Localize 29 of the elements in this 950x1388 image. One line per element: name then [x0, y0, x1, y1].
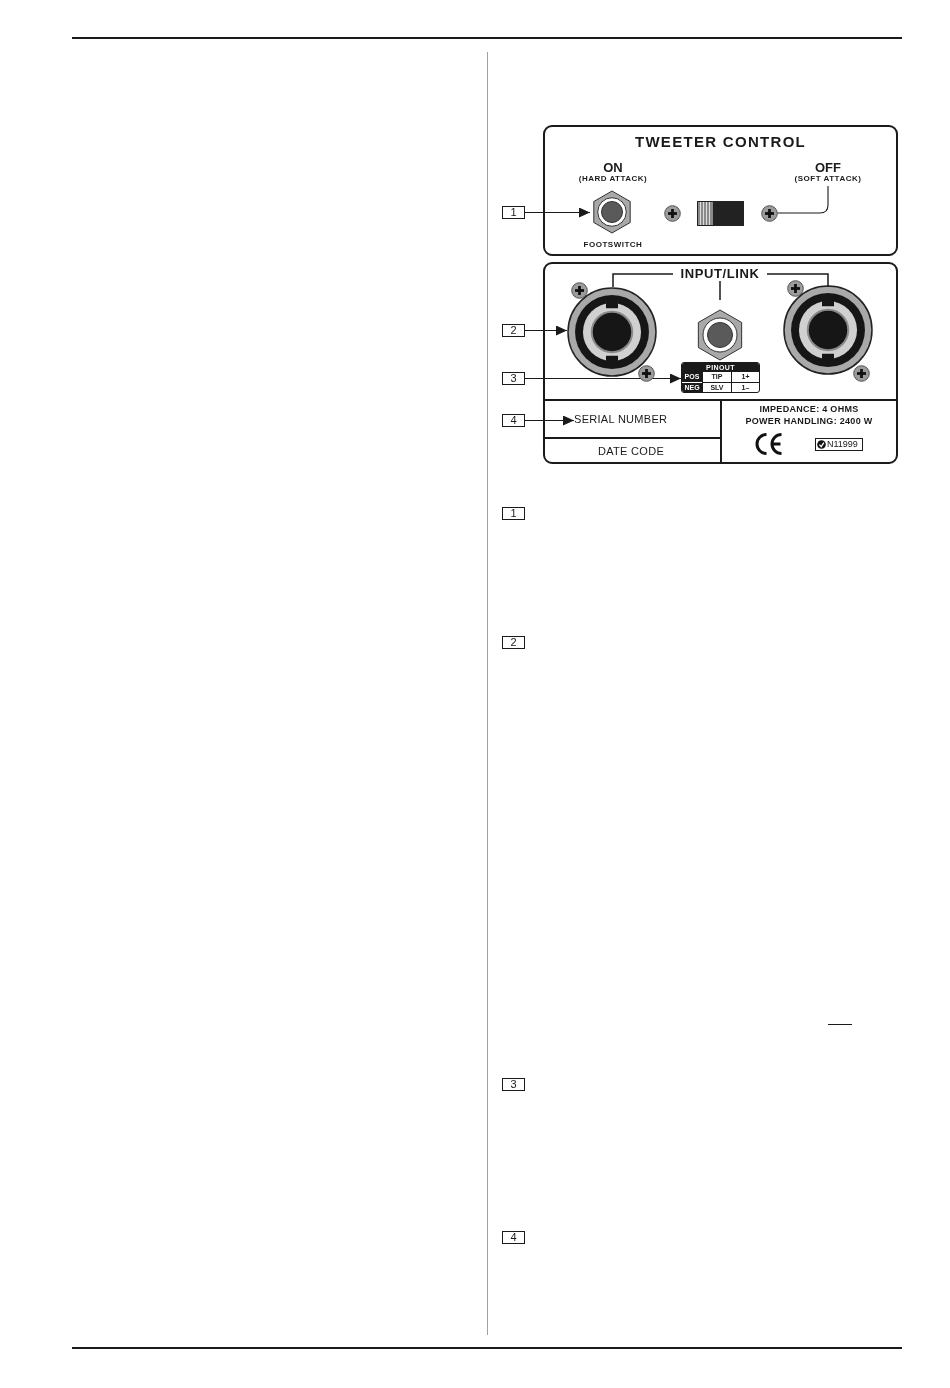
callout-number: 1 — [502, 507, 525, 520]
callout-number: 2 — [502, 636, 525, 649]
leader-arrow — [524, 207, 591, 218]
callout-number: 4 — [502, 414, 525, 427]
switch-state-label: ON — [603, 161, 623, 174]
callout-number: 4 — [502, 1231, 525, 1244]
serial-number-label: SERIAL NUMBER — [574, 414, 668, 425]
leader-arrow — [524, 373, 682, 384]
jack-socket-icon — [590, 190, 634, 234]
callout-number: 3 — [502, 372, 525, 385]
switch-mode-label: (SOFT ATTACK) — [794, 175, 862, 183]
callout-number: 3 — [502, 1078, 525, 1091]
screw-icon — [760, 204, 778, 222]
speaker-connector-icon — [567, 287, 657, 377]
bracket-label: INPUT/LINK — [680, 267, 760, 280]
switch-state-label: OFF — [815, 161, 841, 174]
callout-number: 1 — [502, 206, 525, 219]
leader-arrow — [524, 415, 575, 426]
rating-text: IMPEDANCE: 4 OHMS — [759, 405, 859, 414]
jack-label: FOOTSWITCH — [583, 241, 643, 249]
switch-mode-label: (HARD ATTACK) — [578, 175, 648, 183]
registration-number: N11999 — [827, 440, 858, 449]
leader-line — [776, 185, 829, 214]
rating-text: POWER HANDLING: 2400 W — [745, 417, 873, 426]
date-code-label: DATE CODE — [597, 446, 665, 457]
pinout-table — [681, 362, 760, 393]
panel-title: TWEETER CONTROL — [634, 134, 807, 149]
callout-number: 2 — [502, 324, 525, 337]
leader-arrow — [524, 325, 568, 336]
